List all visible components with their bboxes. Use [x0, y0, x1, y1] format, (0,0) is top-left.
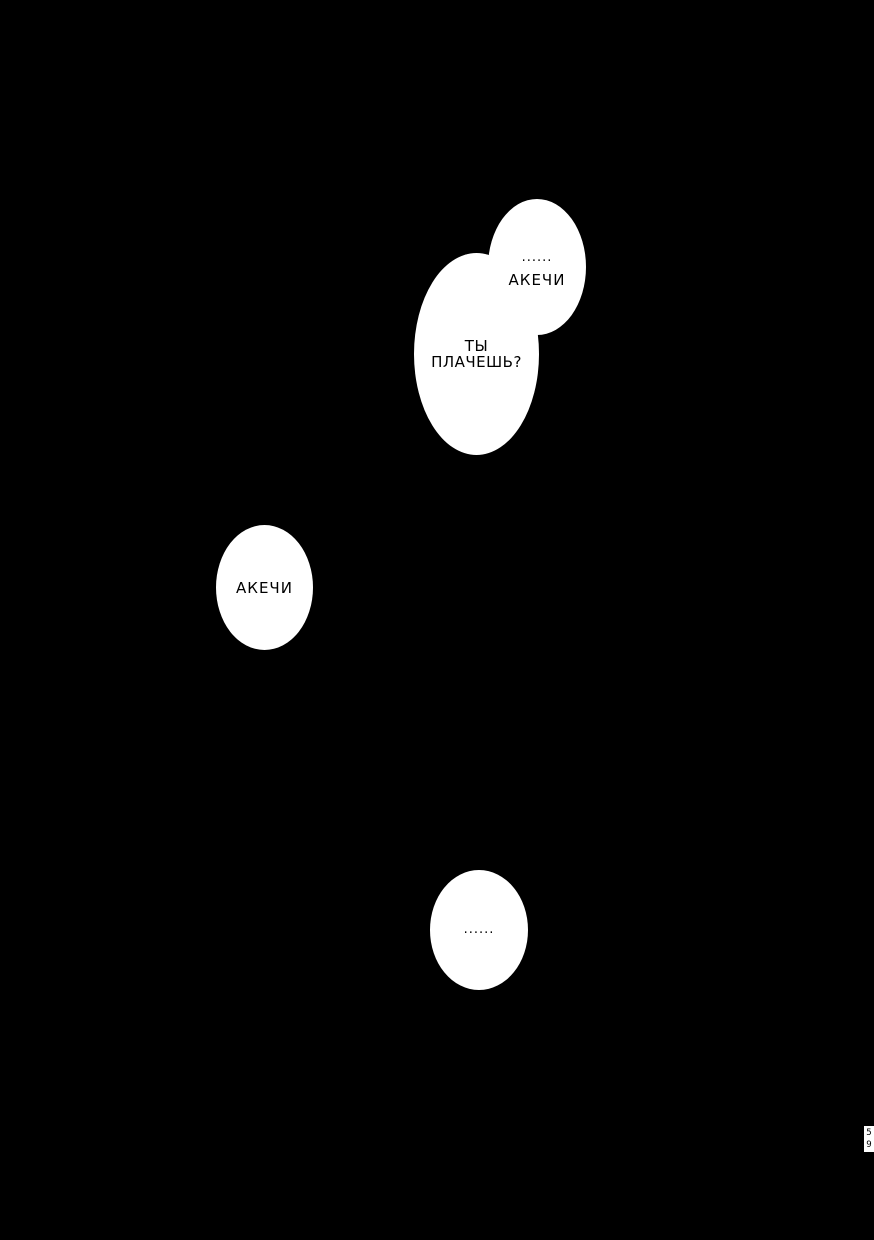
page-number: 5 9: [864, 1126, 874, 1152]
page-number-digit: 9: [866, 1140, 872, 1150]
speech-bubble-akechi: АКЕЧИ: [216, 525, 313, 650]
bubble-text-line2: ПЛАЧЕШЬ?: [431, 353, 522, 371]
speech-bubble-bottom: ......: [430, 870, 528, 990]
bubble-text-name: АКЕЧИ: [236, 578, 293, 597]
bubble-text-line1: ТЫ: [464, 337, 489, 355]
bubble-ellipsis: ......: [463, 922, 495, 937]
bubble-text-name: АКЕЧИ: [508, 271, 566, 289]
bubble-ellipsis: ......: [521, 250, 553, 265]
speech-bubble-top: ...... АКЕЧИ: [488, 199, 586, 335]
page-number-digit: 5: [866, 1128, 872, 1138]
